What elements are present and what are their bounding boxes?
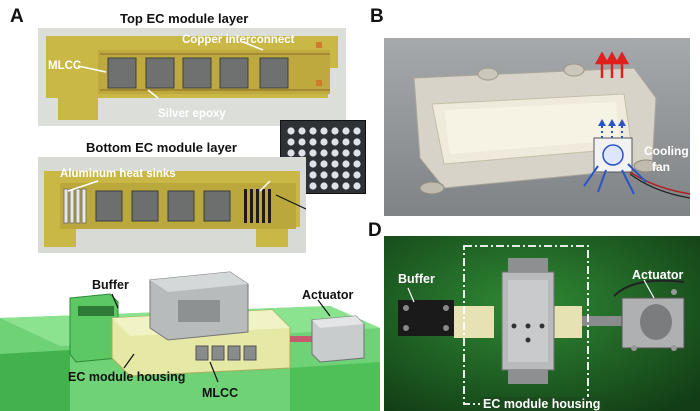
epoxy-dot (320, 138, 328, 146)
cooling-fan-label-line1: Cooling (644, 144, 689, 158)
buffer-label-c: Buffer (92, 278, 129, 292)
copper-interconnect-label: Copper interconnect (182, 34, 295, 46)
epoxy-dot (342, 127, 350, 135)
epoxy-dot (320, 127, 328, 135)
epoxy-dot (298, 127, 306, 135)
epoxy-dot (331, 149, 339, 157)
buffer-label-d: Buffer (398, 272, 435, 286)
cad-rendering (0, 258, 380, 411)
epoxy-dot (353, 160, 361, 168)
epoxy-dot (353, 138, 361, 146)
epoxy-dot (331, 182, 339, 190)
panel-letter-d: D (368, 220, 382, 241)
actuator-label-d: Actuator (632, 268, 684, 282)
housing-photo (384, 38, 690, 216)
epoxy-dot (320, 171, 328, 179)
actuator-label-c: Actuator (302, 288, 354, 302)
epoxy-dot (353, 171, 361, 179)
epoxy-dot (342, 182, 350, 190)
experimental-setup-photo (384, 236, 700, 411)
epoxy-dot (353, 127, 361, 135)
epoxy-dot (309, 171, 317, 179)
epoxy-dot (309, 127, 317, 135)
silver-epoxy-label: Silver epoxy (158, 108, 226, 120)
top-layer-photo (38, 28, 346, 126)
epoxy-dot (320, 160, 328, 168)
epoxy-dot (342, 138, 350, 146)
epoxy-dot (331, 127, 339, 135)
epoxy-dot (287, 138, 295, 146)
housing-label-d: EC module housing (480, 397, 604, 411)
housing-label-c: EC module housing (68, 370, 186, 384)
bottom-layer-title: Bottom EC module layer (86, 140, 237, 155)
epoxy-dot (331, 160, 339, 168)
epoxy-dot (287, 127, 295, 135)
epoxy-dot (331, 171, 339, 179)
epoxy-dot (309, 149, 317, 157)
epoxy-dot (342, 160, 350, 168)
epoxy-dot (309, 138, 317, 146)
bottom-layer-photo (38, 157, 306, 253)
epoxy-dot (320, 149, 328, 157)
epoxy-dot (309, 182, 317, 190)
epoxy-dot (353, 182, 361, 190)
epoxy-dot (309, 160, 317, 168)
epoxy-dot (342, 149, 350, 157)
mlcc-label-a: MLCC (48, 60, 82, 72)
epoxy-dot (320, 182, 328, 190)
panel-letter-a: A (10, 6, 24, 27)
mlcc-label-c: MLCC (202, 386, 239, 400)
panel-letter-b: B (370, 6, 384, 27)
epoxy-dot (353, 149, 361, 157)
cooling-fan-label-line2: fan (652, 160, 670, 174)
epoxy-dot (298, 138, 306, 146)
heat-sinks-label: Aluminum heat sinks (60, 168, 176, 180)
epoxy-dot (287, 149, 295, 157)
epoxy-dot (298, 149, 306, 157)
top-layer-title: Top EC module layer (120, 11, 249, 26)
epoxy-dot (331, 138, 339, 146)
epoxy-dot (342, 171, 350, 179)
